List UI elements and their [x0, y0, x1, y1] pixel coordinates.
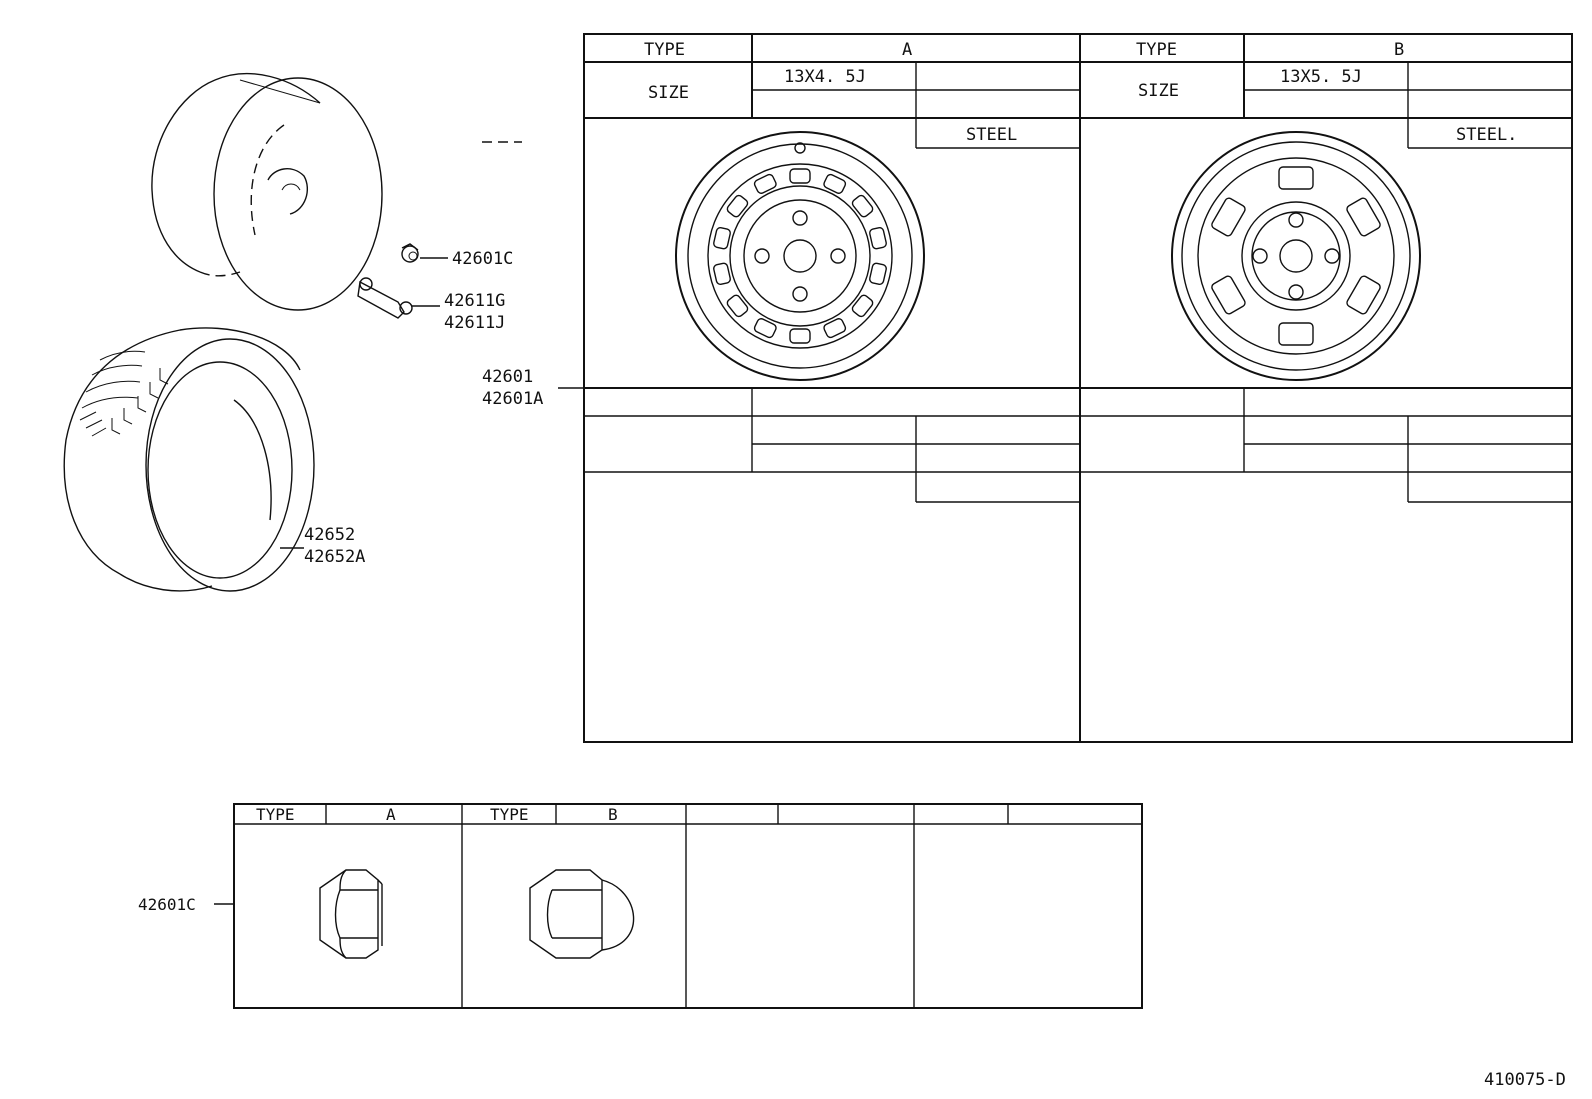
- type-a-value: A: [902, 40, 912, 60]
- type-header-a: TYPE: [644, 40, 685, 60]
- size-header-a: SIZE: [648, 83, 689, 103]
- wheel-b-window: [1278, 166, 1314, 190]
- wheel-b-window: [1211, 275, 1246, 315]
- wheel-a-slots: [713, 168, 887, 344]
- size-header-b: SIZE: [1138, 81, 1179, 101]
- nut-type-b-icon: [529, 869, 635, 959]
- callout-42611J: 42611J: [444, 313, 505, 333]
- lug-nut-small-icon: [401, 243, 419, 263]
- wheel-a-slot: [726, 194, 749, 218]
- wheel-type-b-drawing: [1171, 131, 1421, 381]
- nut-type-a-icon: [319, 869, 383, 959]
- tire-drawing: [63, 327, 315, 592]
- size-b-value: 13X5. 5J: [1280, 67, 1362, 87]
- nut-type-a-value: A: [386, 805, 396, 824]
- wheel-type-table: TYPE A TYPE B SIZE SIZE 13X4. 5J 13X5. 5…: [482, 33, 1573, 743]
- nut-type-b-value: B: [608, 805, 618, 824]
- wheel-b-window: [1346, 275, 1381, 315]
- callout-42601A: 42601A: [482, 389, 543, 409]
- wheel-a-slot: [851, 294, 874, 318]
- type-b-value: B: [1394, 40, 1404, 60]
- callout-42601: 42601: [482, 367, 533, 387]
- nut-type-header-b: TYPE: [490, 805, 529, 824]
- wheel-a-slot: [789, 168, 811, 184]
- nut-type-table: TYPE A TYPE B 42601C: [138, 803, 1143, 1009]
- nut-type-header-a: TYPE: [256, 805, 295, 824]
- wheel-b-window: [1346, 197, 1381, 237]
- callout-42611G: 42611G: [444, 291, 505, 311]
- wheel-a-slot: [869, 262, 887, 286]
- callout-42652A: 42652A: [304, 547, 365, 567]
- wheel-b-window: [1211, 197, 1246, 237]
- wheel-a-slot: [713, 226, 731, 250]
- wheel-assembly-drawing: 42601C 42611G 42611J 42652 42652A: [63, 72, 522, 592]
- wheel-a-slot: [823, 318, 847, 339]
- wheel-a-slot: [823, 173, 847, 194]
- wheel-a-slot: [753, 318, 777, 339]
- wheel-a-slot: [851, 194, 874, 218]
- wheel-a-slot: [869, 226, 887, 250]
- type-header-b: TYPE: [1136, 40, 1177, 60]
- size-a-value: 13X4. 5J: [784, 67, 866, 87]
- figure-code: 410075-D: [1484, 1070, 1566, 1090]
- callout-42601C-row: 42601C: [138, 895, 196, 914]
- valve-stem-icon: [357, 277, 413, 319]
- callout-42601C: 42601C: [452, 249, 513, 269]
- wheel-b-window: [1278, 322, 1314, 346]
- wheel-type-a-drawing: [675, 131, 925, 381]
- material-a-value: STEEL: [966, 125, 1017, 145]
- wheel-a-slot: [713, 262, 731, 286]
- callout-42652: 42652: [304, 525, 355, 545]
- wheel-b-windows: [1211, 166, 1381, 346]
- material-b-value: STEEL.: [1456, 125, 1517, 145]
- wheel-a-slot: [753, 173, 777, 194]
- wheel-a-slot: [789, 328, 811, 344]
- wheel-a-slot: [726, 294, 749, 318]
